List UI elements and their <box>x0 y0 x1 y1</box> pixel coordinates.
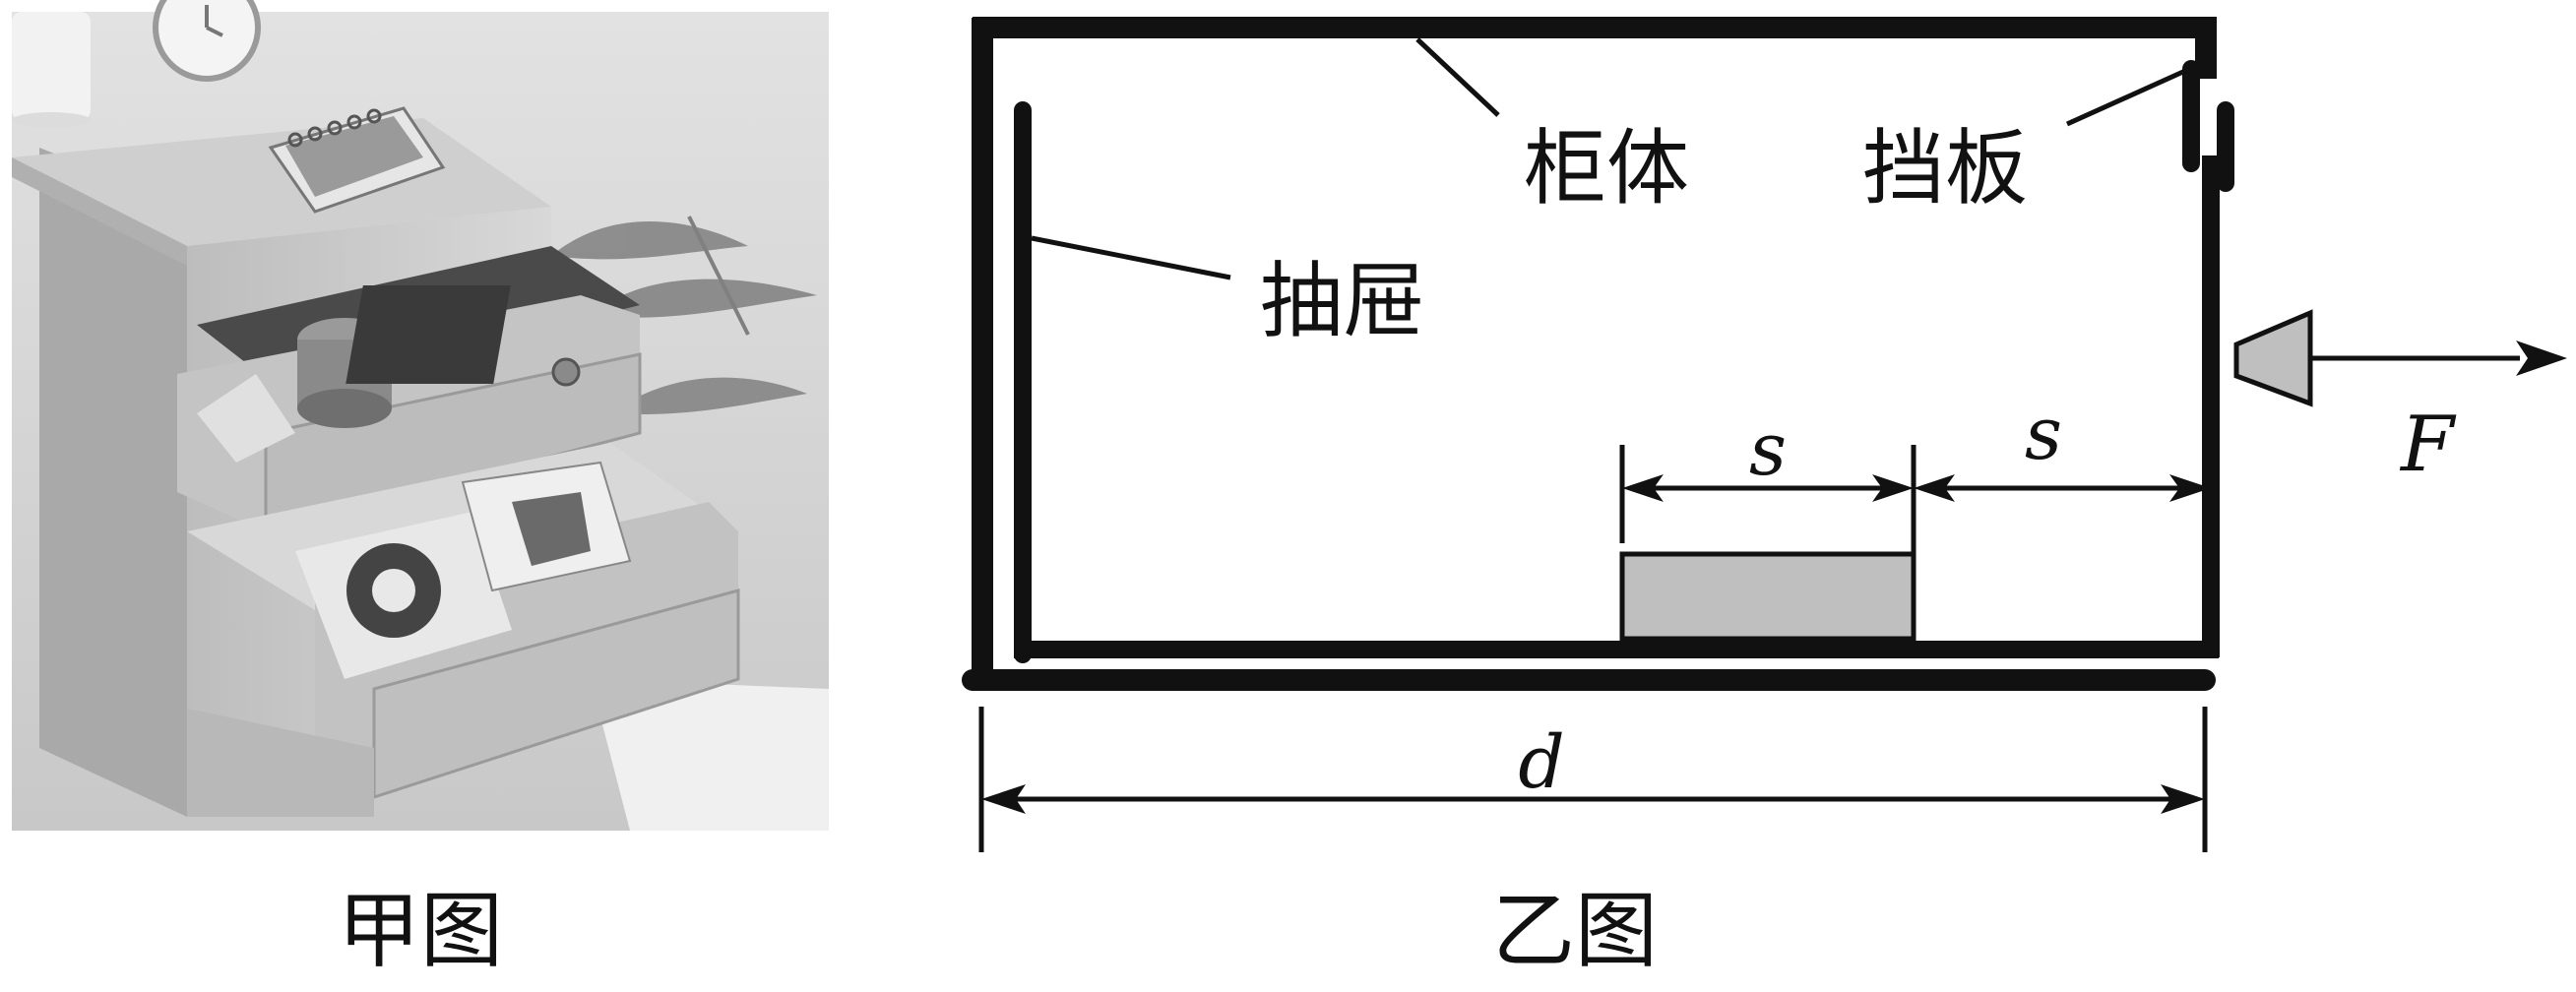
block <box>1619 551 1916 642</box>
caption-figure-a: 甲图 <box>338 883 503 979</box>
schematic: 柜体 挡板 抽屉 s s d F <box>962 17 2567 852</box>
dim-d-arrow-r <box>2161 784 2205 814</box>
label-baffle: 挡板 <box>1862 120 2028 217</box>
label-d: d <box>1518 720 1564 805</box>
force-arrow-head <box>2516 341 2567 376</box>
dim-s-left-arrow-l <box>1622 474 1664 502</box>
leader-baffle <box>2065 68 2187 127</box>
label-drawer: 抽屉 <box>1260 253 1425 349</box>
label-cabinet: 柜体 <box>1524 120 1689 217</box>
label-s-left: s <box>1749 407 1787 492</box>
dim-d-arrow-l <box>981 784 1026 814</box>
photo-nightstand <box>12 0 829 831</box>
caption-figure-b: 乙图 <box>1492 883 1658 979</box>
dim-s-left-arrow-r <box>1872 474 1914 502</box>
label-s-right: s <box>2025 392 2062 476</box>
drawer-handle <box>2233 309 2313 407</box>
leader-drawer <box>1031 235 1231 280</box>
label-force: F <box>2399 401 2457 489</box>
leader-cabinet <box>1415 37 1500 117</box>
dim-s-right-arrow-l <box>1914 474 1955 502</box>
dim-s-right-arrow-r <box>2169 474 2211 502</box>
